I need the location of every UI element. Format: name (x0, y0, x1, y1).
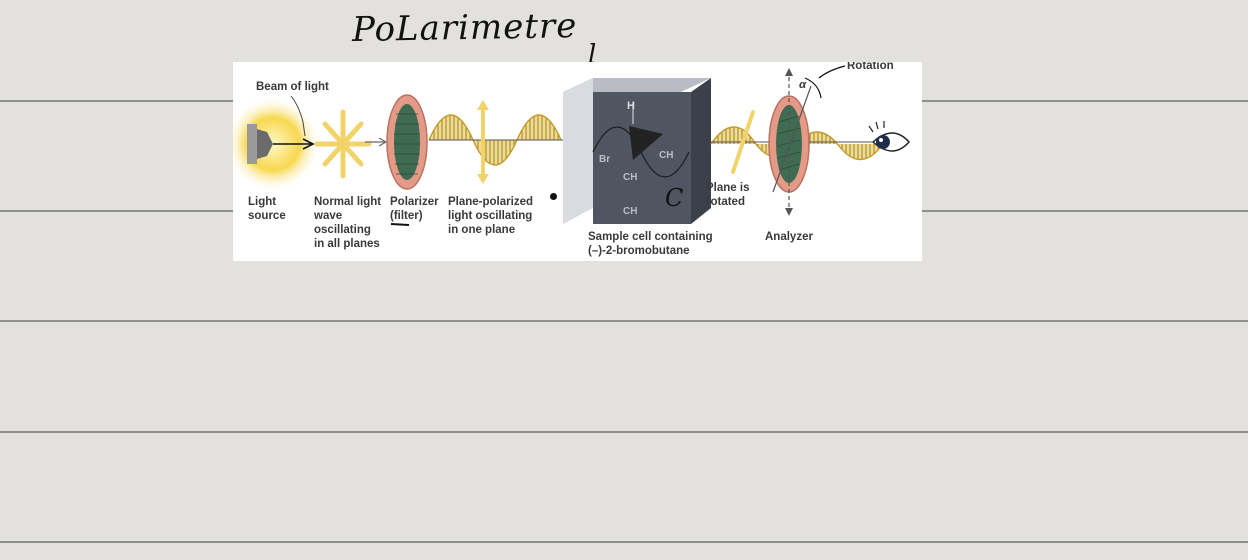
molecule-ch3-right: CH (659, 150, 674, 161)
cell-side (563, 78, 593, 224)
molecule-br: Br (599, 154, 611, 165)
handwritten-title: PoLarimetre (351, 6, 578, 50)
polarizer-glass (394, 104, 420, 180)
normal-light-label: Normal light wave oscillating in all pla… (314, 196, 382, 250)
notebook-rule (0, 541, 1248, 543)
cell-top (563, 78, 711, 92)
unpolarized-burst (314, 109, 372, 179)
notebook-rule (0, 431, 1248, 433)
rotation-label: Rotation (847, 62, 894, 72)
analyzer-label: Analyzer (765, 231, 813, 243)
plane-polarized-label: Plane-polarized light oscillating in one… (448, 196, 533, 236)
beam-label: Beam of light (256, 81, 329, 93)
length-mark: l (588, 40, 597, 70)
eye-icon (868, 121, 911, 152)
molecule-h: H (627, 100, 635, 112)
diagram-graphics (233, 65, 911, 226)
cell-front (593, 92, 691, 224)
light-source-label: Light source (248, 196, 286, 222)
notebook-rule (0, 320, 1248, 322)
alpha-label: α (799, 79, 807, 91)
molecule-ch3-bottom: CH (623, 206, 638, 217)
sample-cell-label: Sample cell containing (–)-2-bromobutane (588, 231, 713, 257)
molecule-ch2: CH (623, 172, 638, 183)
cell-concentration-mark: C (665, 184, 684, 212)
ink-dot (550, 193, 557, 200)
plane-rotated-label: Plane is rotated (706, 182, 750, 208)
polarimeter-diagram: Beam of light Light source Normal light … (233, 62, 922, 261)
polarizer-label: Polarizer (filter) (390, 196, 439, 222)
